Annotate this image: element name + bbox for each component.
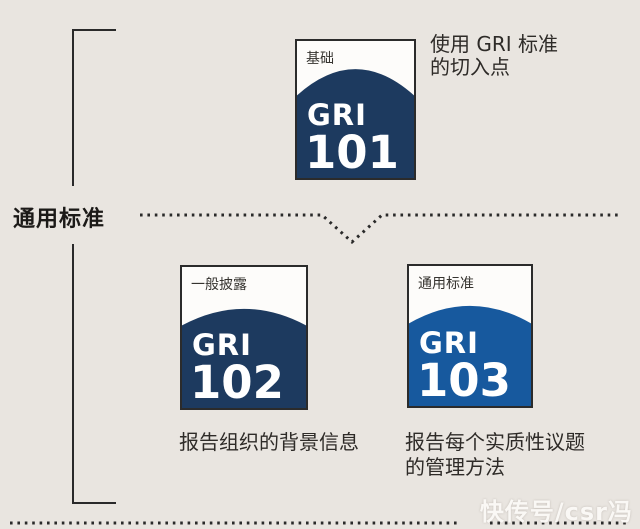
card-tag-101: 基础 xyxy=(306,51,334,67)
card-tag-102: 一般披露 xyxy=(191,277,247,293)
watermark: 快传号/csr冯 xyxy=(479,498,633,526)
annotation-gri-101: 使用 GRI 标准 的切入点 xyxy=(430,32,559,79)
card-dome-102 xyxy=(182,308,306,408)
bracket-vertical-lower xyxy=(72,244,74,504)
bracket-top-stub xyxy=(73,29,116,31)
card-number-101: 101 xyxy=(305,126,399,179)
card-brand-101: GRI xyxy=(307,98,367,132)
bracket-vertical-upper xyxy=(72,29,74,186)
card-gri-102: 一般披露 GRI 102 xyxy=(180,265,308,410)
bracket-bottom-stub xyxy=(73,502,116,504)
card-number-102: 102 xyxy=(190,356,284,409)
caption-gri-102: 报告组织的背景信息 xyxy=(179,430,359,454)
card-brand-102: GRI xyxy=(192,328,252,362)
card-brand-103: GRI xyxy=(419,326,479,360)
dotted-line-with-arrow xyxy=(140,213,622,245)
caption-gri-103: 报告每个实质性议题 的管理方法 xyxy=(405,430,585,479)
card-dome-103 xyxy=(409,305,531,406)
group-label: 通用标准 xyxy=(13,207,106,232)
card-tag-103: 通用标准 xyxy=(418,276,474,292)
card-gri-103: 通用标准 GRI 103 xyxy=(407,264,533,408)
card-gri-101: 基础 GRI 101 xyxy=(295,39,416,180)
card-dome-101 xyxy=(297,69,414,178)
card-number-103: 103 xyxy=(417,354,511,407)
